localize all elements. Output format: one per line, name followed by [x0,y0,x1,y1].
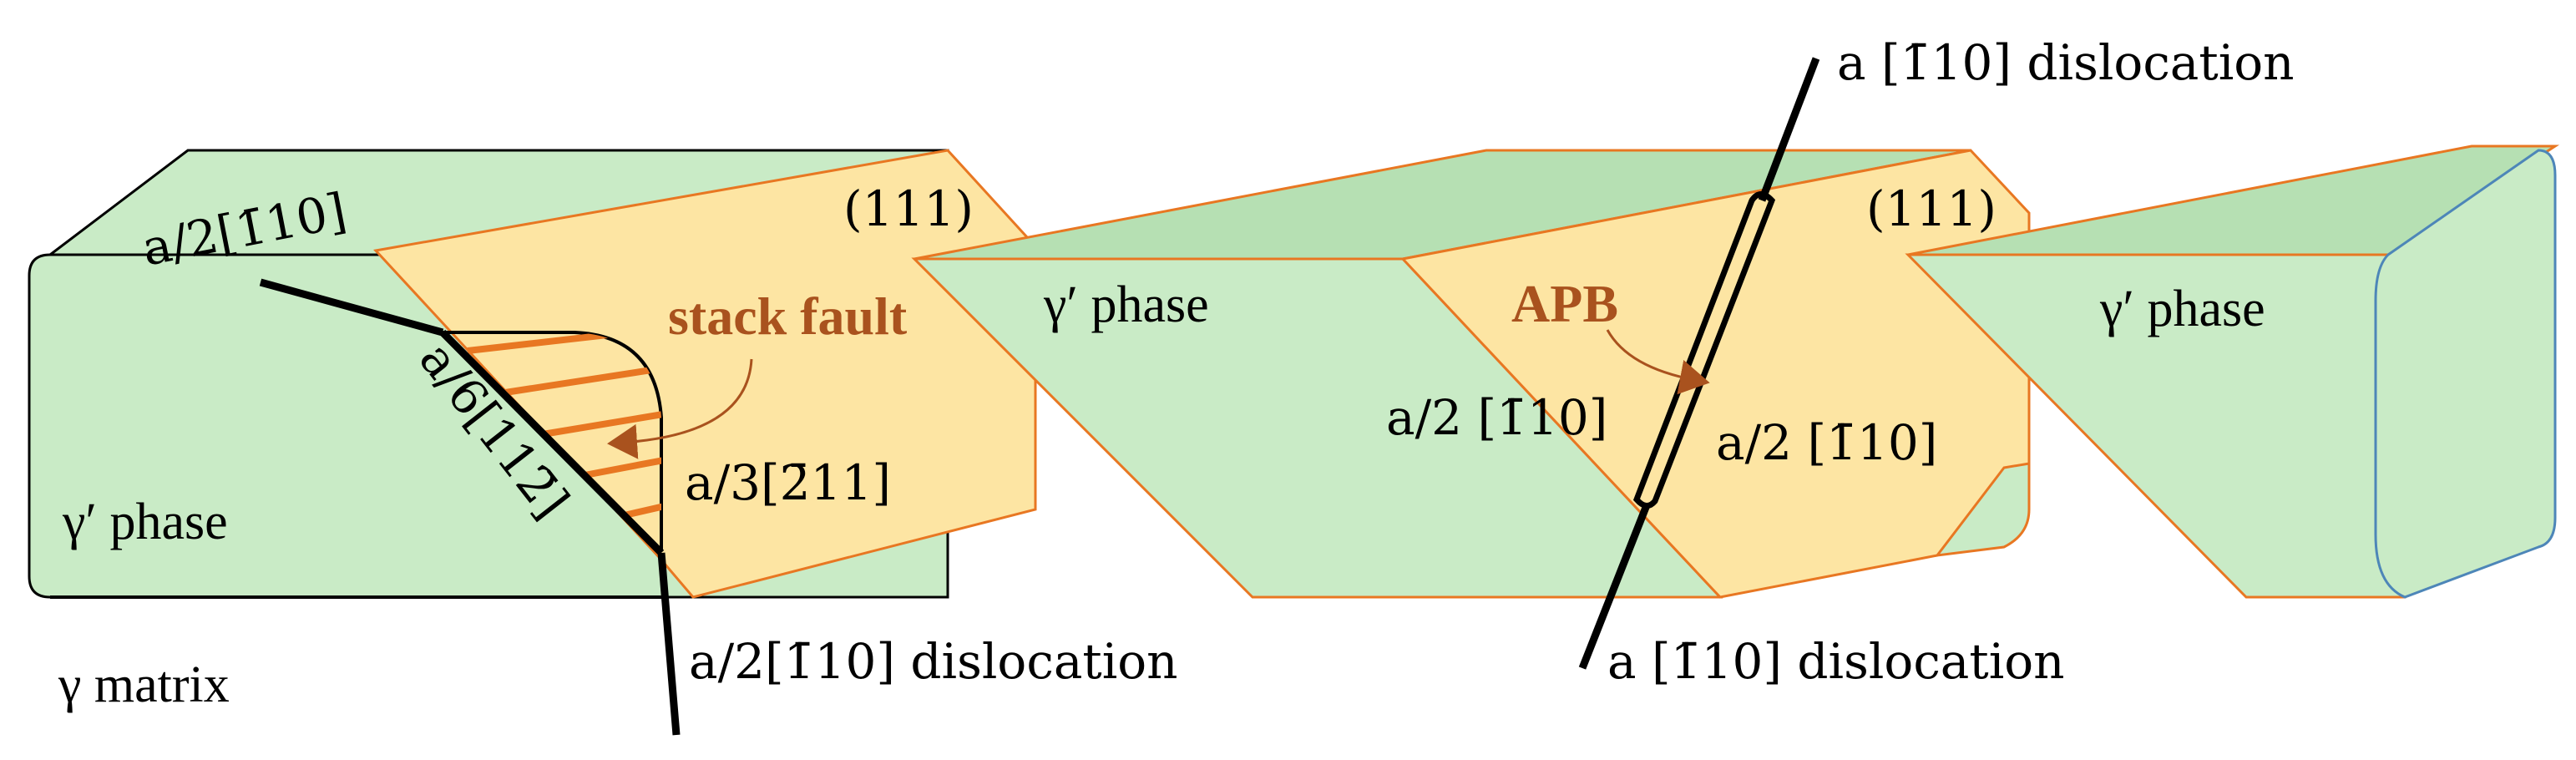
label-burgers-a2-mid-right: a/2 [1̄10] [1716,414,1937,471]
label-gamma-prime-middle: γ′ phase [1043,276,1209,333]
hatch-line-4 [579,456,661,479]
hatch-line-2 [504,364,661,396]
apb-arrow [1606,329,1710,395]
label-dislocation-left-bottom: a/2[1̄10] dislocation [689,633,1178,690]
dislocation-right-top [1758,57,1820,202]
label-plane-111-left: (111) [843,180,974,237]
label-dislocation-bottom-right: a [1̄10] dislocation [1607,633,2065,690]
label-gamma-prime-left: γ′ phase [62,494,228,550]
hatch-line-3 [542,410,661,438]
partial-dislocation-a6 [439,329,665,556]
stacking-fault-boundary [443,331,663,551]
right-gap-green [1934,462,2031,557]
label-dislocation-top-right: a [1̄10] dislocation [1837,34,2295,91]
dislocation-right-bottom [1578,504,1651,670]
label-burgers-a2-mid-left: a/2 [1̄10] [1386,389,1607,446]
dislocation-left-lower [657,552,681,736]
label-apb: APB [1511,274,1618,333]
right-block-end-face [2374,149,2557,599]
label-burgers-a3: a/3[2̄11] [685,454,891,511]
label-gamma-matrix: γ matrix [58,656,230,713]
stack-fault-arrow [607,358,753,459]
dislocation-pair-capsule [1632,191,1776,509]
label-gamma-prime-right: γ′ phase [2099,281,2265,337]
label-plane-111-right: (111) [1866,180,1997,237]
label-stack-fault: stack fault [668,286,908,346]
right-block [1905,144,2560,599]
dislocation-left-upper [259,278,444,337]
